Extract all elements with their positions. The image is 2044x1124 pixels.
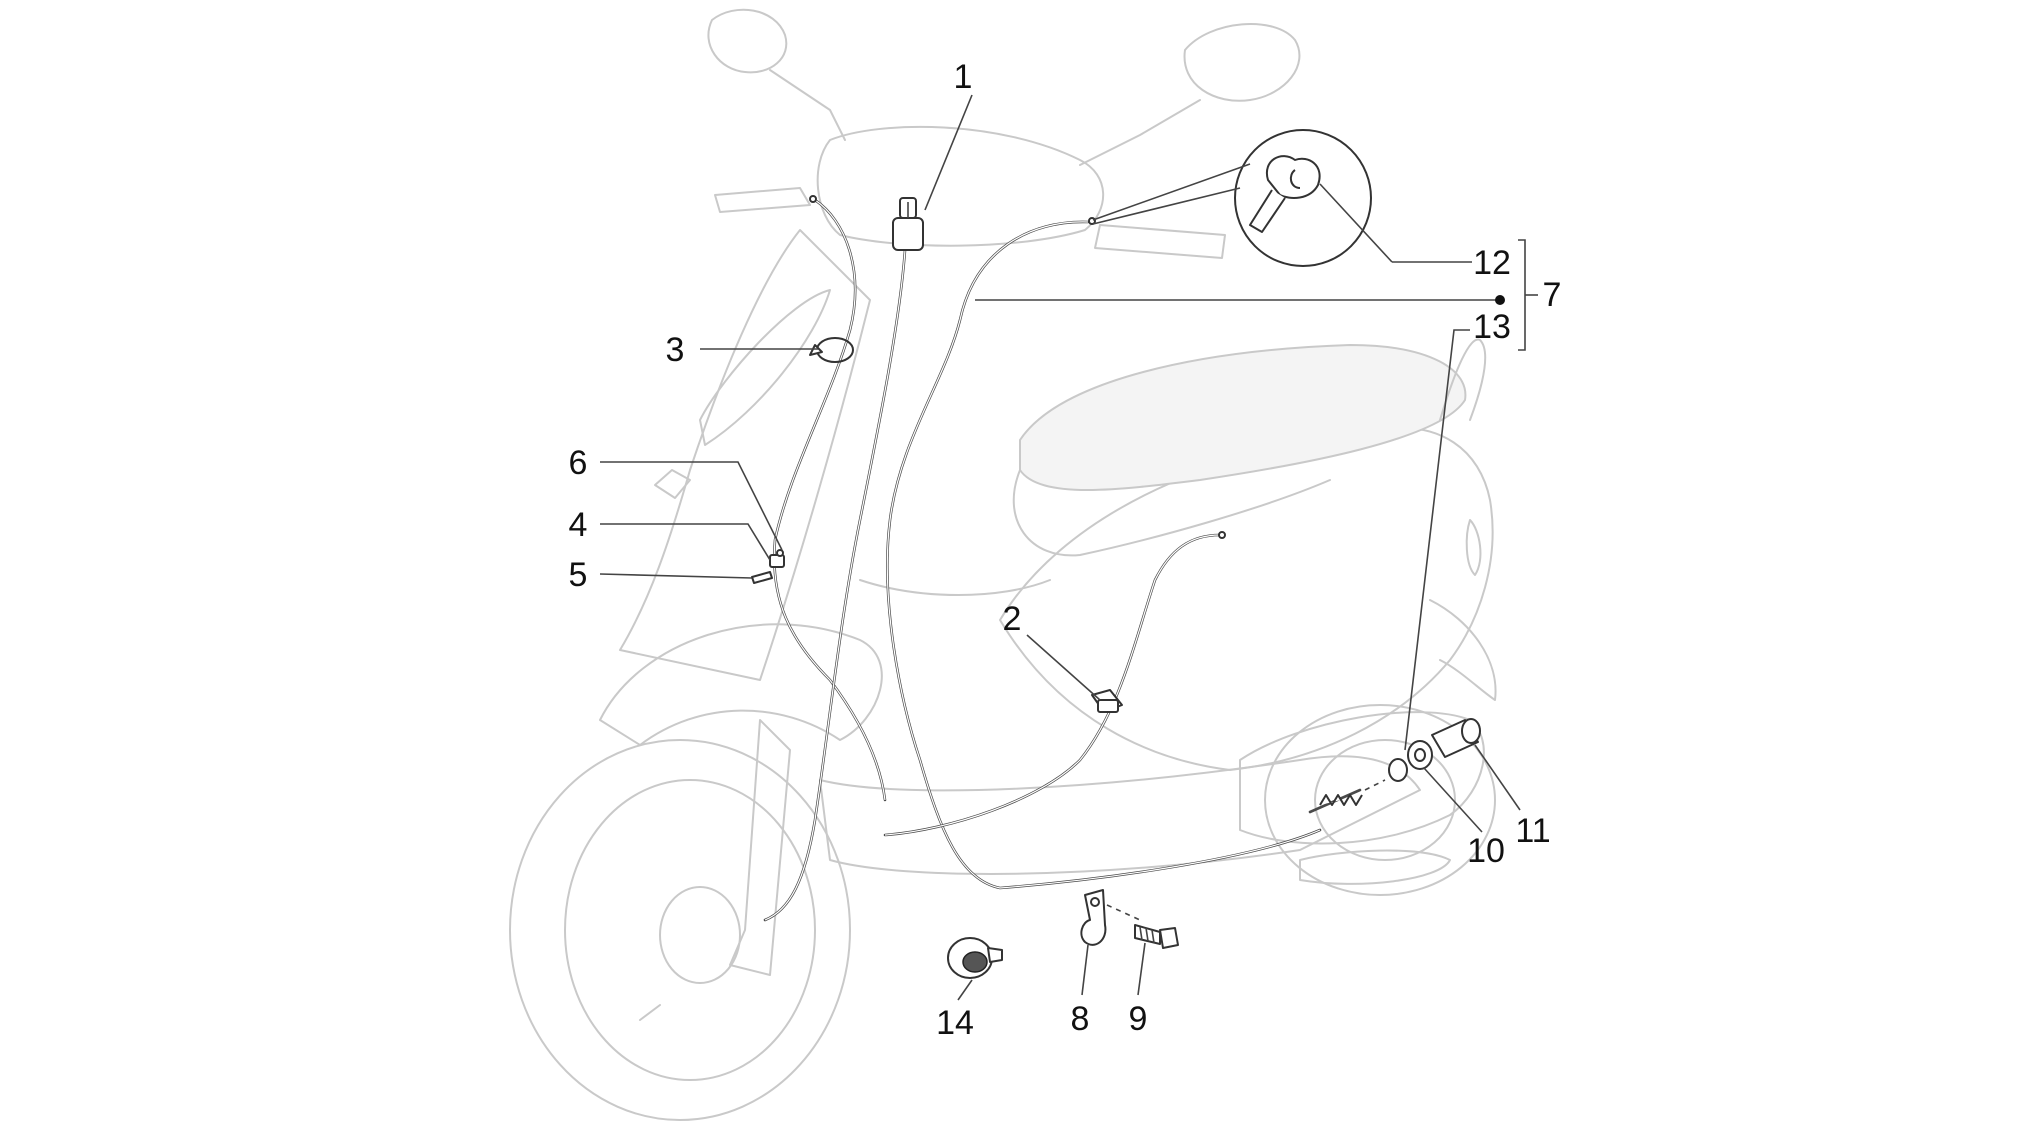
right-handlebar-grip	[1094, 224, 1226, 259]
right-mirror-stem	[1079, 99, 1201, 166]
rear-rim	[1314, 739, 1456, 861]
seat	[1019, 343, 1467, 491]
rear-brake-cable	[886, 220, 1322, 890]
grab-rail	[1439, 338, 1487, 421]
callout-labels: 1 2 3 6 4 5 12 7 13 10 11 8 9 14	[569, 58, 1562, 1042]
assembly-dash-line	[1364, 779, 1386, 791]
leader-11	[1474, 744, 1521, 811]
leader-6	[600, 461, 783, 551]
leader-10	[1423, 767, 1483, 833]
callout-3: 3	[666, 331, 685, 369]
valve-stem	[639, 1004, 661, 1021]
callout-2: 2	[1003, 600, 1022, 638]
leader-8	[1081, 944, 1089, 996]
leader-14	[957, 979, 973, 1001]
part-bolt	[1106, 904, 1179, 949]
front-hub	[659, 886, 741, 984]
front-tyre	[509, 739, 851, 1121]
leader-7-dot	[1495, 295, 1505, 305]
scooter-ghost-outline	[509, 8, 1497, 1121]
part-adjuster-spring	[1308, 779, 1386, 814]
part-cable-clip-ring	[809, 337, 854, 363]
body-side-line	[859, 579, 1051, 596]
part-small-screw	[751, 571, 773, 584]
callout-1: 1	[954, 58, 973, 96]
callout-10: 10	[1467, 832, 1505, 870]
front-brake-cable-core	[773, 199, 886, 801]
engine-case	[1239, 711, 1485, 845]
callout-8: 8	[1071, 1000, 1090, 1038]
rear-fender	[1429, 599, 1497, 701]
part-adjuster-barrel	[1431, 718, 1481, 758]
leader-lines	[599, 94, 1538, 1001]
leader-9	[1137, 942, 1146, 996]
front-shield	[619, 229, 871, 681]
leader-12	[1319, 183, 1393, 263]
rear-brake-cable-core	[886, 221, 1321, 889]
muffler	[1299, 849, 1451, 885]
part-grommet-cap	[947, 937, 1003, 979]
cables	[763, 195, 1322, 922]
callout-11: 11	[1515, 812, 1550, 850]
leader-4	[600, 523, 771, 561]
part-small-clamp	[751, 549, 785, 584]
part-cable-guide	[1091, 689, 1123, 713]
front-brake-cable-end	[809, 195, 817, 203]
callout-6: 6	[569, 444, 588, 482]
leader-bracket-7	[1518, 239, 1526, 351]
headlight	[699, 289, 831, 446]
front-indicator	[654, 469, 691, 499]
callout-4: 4	[569, 506, 588, 544]
callout-7: 7	[1543, 276, 1562, 314]
callout-9: 9	[1129, 1000, 1148, 1038]
front-fork	[729, 719, 791, 976]
front-rim	[564, 779, 816, 1081]
part-adjuster-nut	[1388, 740, 1433, 782]
callout-5: 5	[569, 556, 588, 594]
callout-13: 13	[1473, 308, 1511, 346]
right-mirror	[1183, 23, 1301, 102]
leader-13	[1404, 329, 1470, 751]
left-handlebar-grip	[714, 187, 811, 213]
part-bracket	[1080, 889, 1107, 946]
leader-5	[599, 573, 753, 579]
part-washer	[776, 549, 784, 557]
speedometer-cable	[763, 248, 907, 922]
throttle-cable-end	[1218, 531, 1226, 539]
seat-lower	[1012, 469, 1331, 557]
leader-1	[924, 94, 973, 211]
left-mirror	[707, 8, 788, 74]
speedometer-cable-core	[764, 249, 906, 921]
floorboard	[819, 755, 1421, 875]
part-12-detail-inset	[1092, 129, 1372, 267]
leader-2	[1026, 634, 1101, 701]
part-speedometer-fitting	[892, 197, 924, 251]
left-mirror-stem	[769, 69, 846, 141]
rear-tyre	[1264, 704, 1496, 896]
front-fender	[599, 623, 883, 746]
headset	[816, 125, 1105, 247]
tail-light	[1465, 519, 1482, 576]
callout-12: 12	[1473, 244, 1511, 282]
callout-14: 14	[936, 1004, 974, 1042]
